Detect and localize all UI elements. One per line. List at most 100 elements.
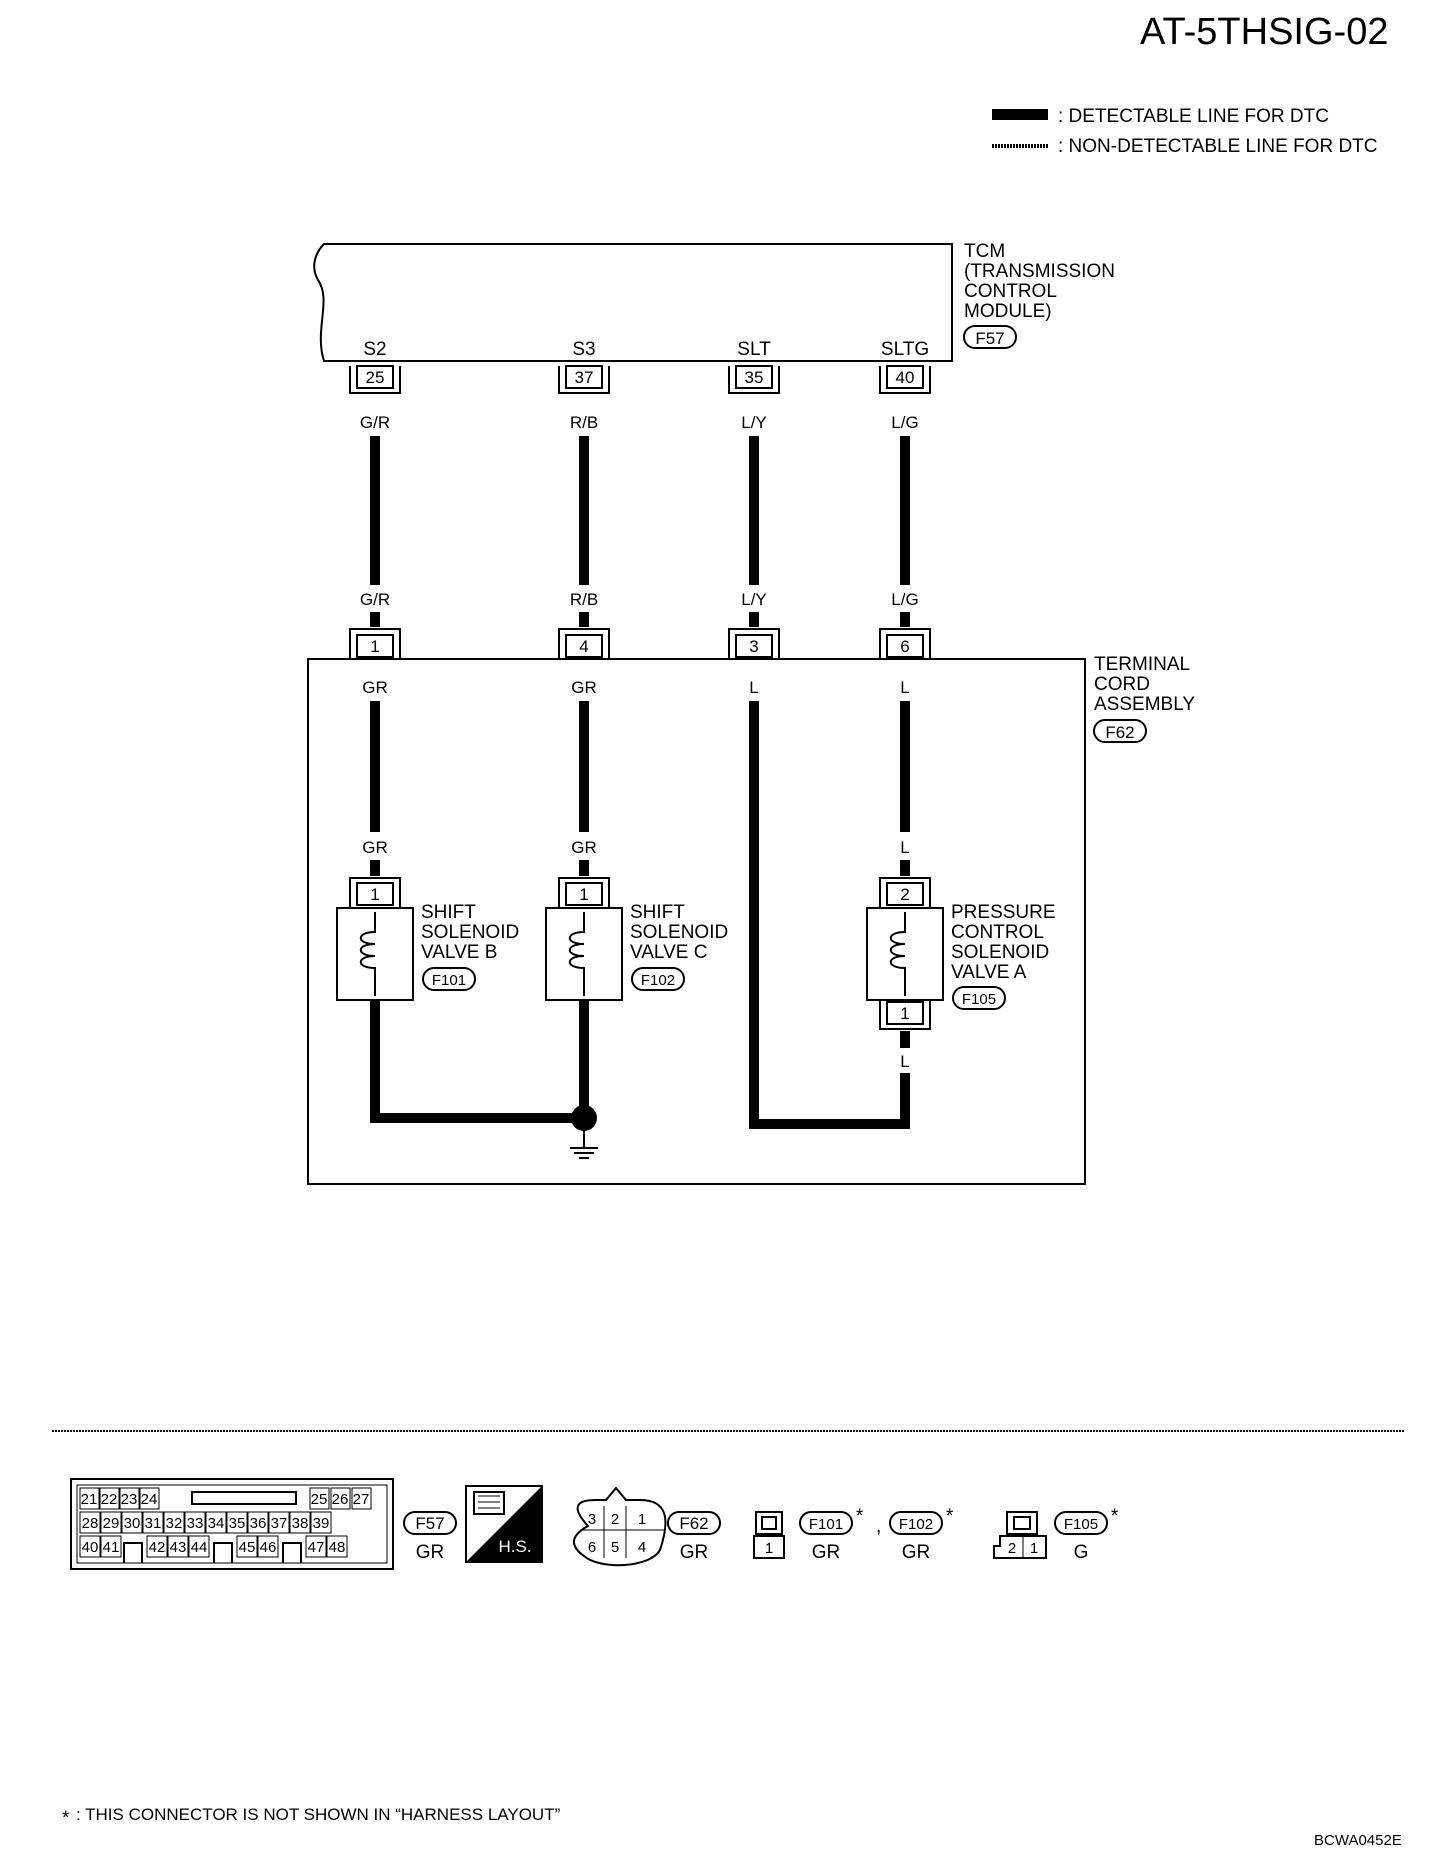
svg-text:25: 25 [366,368,385,387]
svg-text:,: , [876,1516,881,1537]
f57-row1: 21 22 23 24 25 26 27 [79,1487,372,1510]
connector-view-f57: 21 22 23 24 25 26 27 28 29 30 31 32 33 3… [70,1478,457,1570]
sol-c-connector-badge [631,967,685,991]
tca-connector-badge [1093,719,1147,743]
f62-housing [573,1486,667,1567]
sol-b-connector-badge [422,967,476,991]
wire-color-lg-mid: L/G [891,590,918,609]
wire-color-l-inner-1: L [749,678,758,697]
svg-text:*: * [1111,1506,1119,1527]
connector-outline-icon [473,1491,505,1515]
wire-slt-loop [749,701,910,1129]
svg-text:*: * [856,1506,864,1527]
tcm-pin-35: 35 [728,365,780,394]
f102-ref-badge [889,1511,943,1535]
inner-wires [370,701,910,1129]
svg-text:6: 6 [900,637,909,656]
svg-text:3: 3 [749,637,758,656]
tcm-name-line-2: (TRANSMISSION [964,261,1115,282]
page-id: AT-5THSIG-02 [1140,11,1388,53]
sol-a-wire-label-top: L [900,838,909,857]
connector-view-f105: 2 1 F105 * G [993,1506,1119,1563]
pressure-control-solenoid-valve-a: 2 1 L PRESSURE CONTROL SOLENOID VALVE A … [866,877,1056,1071]
sol-a-pin-bottom: 1 [900,1004,909,1023]
f101-ref: F101 [809,1516,843,1533]
wire-color-ly-mid: L/Y [741,590,767,609]
svg-text:37: 37 [271,1515,288,1532]
tca-name-line-1: TERMINAL [1094,654,1190,675]
sol-a-connector-badge [952,986,1006,1010]
svg-text:42: 42 [149,1539,166,1556]
wire-color-ly-upper: L/Y [741,413,767,432]
f105-ref-badge [1054,1511,1108,1535]
wire-color-gr-inner-2: GR [571,678,597,697]
svg-text:38: 38 [292,1515,309,1532]
f57-row2: 28 29 30 31 32 33 34 35 36 37 38 39 [79,1511,332,1534]
tcm-module: TCM (TRANSMISSION CONTROL MODULE) F57 S2… [313,241,1115,362]
svg-text:46: 46 [260,1539,277,1556]
svg-text:23: 23 [121,1491,138,1508]
legend-nondetectable-label: : NON-DETECTABLE LINE FOR DTC [1058,136,1378,157]
svg-text:1: 1 [765,1540,773,1557]
tca-pin-6: 6 [879,628,931,658]
sol-b-pin: 1 [370,885,379,904]
ground-circuit [370,1000,598,1159]
tcm-signal-s2: S2 [363,339,386,360]
legend-detectable-label: : DETECTABLE LINE FOR DTC [1058,106,1329,127]
svg-text:36: 36 [250,1515,267,1532]
tcm-name-line-4: MODULE) [964,301,1052,322]
svg-text:21: 21 [81,1491,98,1508]
svg-text:3: 3 [588,1511,596,1528]
upper-wires [370,436,910,585]
svg-text:F105: F105 [962,991,996,1008]
tcm-box [313,243,953,362]
tca-connector-ref: F62 [1105,723,1134,742]
svg-text:SOLENOID: SOLENOID [951,942,1049,963]
svg-text:29: 29 [103,1515,120,1532]
f102-color: GR [902,1542,931,1563]
svg-text:37: 37 [575,368,594,387]
tca-pin-3: 3 [728,628,780,658]
svg-text:32: 32 [166,1515,183,1532]
svg-text:35: 35 [745,368,764,387]
svg-text:PRESSURE: PRESSURE [951,902,1056,923]
f57-ref-badge [403,1511,457,1535]
f57-latch-slot [191,1491,297,1505]
tca-pins: 1 4 3 6 [349,628,931,658]
svg-text:47: 47 [308,1539,325,1556]
svg-text:48: 48 [329,1539,346,1556]
figure-code: BCWA0452E [1314,1832,1402,1849]
svg-text:5: 5 [611,1539,619,1556]
tca-pin-1: 1 [349,628,401,658]
harness-side-symbol: H.S. [465,1485,543,1563]
svg-text:1: 1 [370,637,379,656]
svg-text:40: 40 [896,368,915,387]
f101-color: GR [812,1542,841,1563]
f57-color: GR [416,1542,445,1563]
svg-text:VALVE C: VALVE C [630,942,707,963]
wire-color-lg-upper: L/G [891,413,918,432]
svg-text:40: 40 [82,1539,99,1556]
svg-text:39: 39 [313,1515,330,1532]
sol-c-wire-label: GR [571,838,597,857]
f57-housing [70,1478,394,1570]
connector-view-f101-f102: 1 F101 * , GR F102 * GR [753,1506,954,1563]
wire-color-l-inner-2: L [900,678,909,697]
svg-text:F101: F101 [432,972,466,989]
sol-a-wire-label-bottom: L [900,1052,909,1071]
tcm-pin-37: 37 [558,365,610,394]
footnote-text: : THIS CONNECTOR IS NOT SHOWN IN “HARNES… [76,1805,561,1824]
sol-b-wire-label: GR [362,838,388,857]
svg-text:35: 35 [229,1515,246,1532]
f62-color: GR [680,1542,709,1563]
tcm-name-line-3: CONTROL [964,281,1057,302]
svg-text:VALVE B: VALVE B [421,942,497,963]
f105-ref: F105 [1064,1516,1098,1533]
wire-color-gr-mid: G/R [360,590,390,609]
tcm-name-line-1: TCM [964,241,1005,262]
svg-text:43: 43 [170,1539,187,1556]
tcm-signal-slt: SLT [737,339,771,360]
svg-text:VALVE A: VALVE A [951,962,1027,983]
svg-text:44: 44 [191,1539,208,1556]
